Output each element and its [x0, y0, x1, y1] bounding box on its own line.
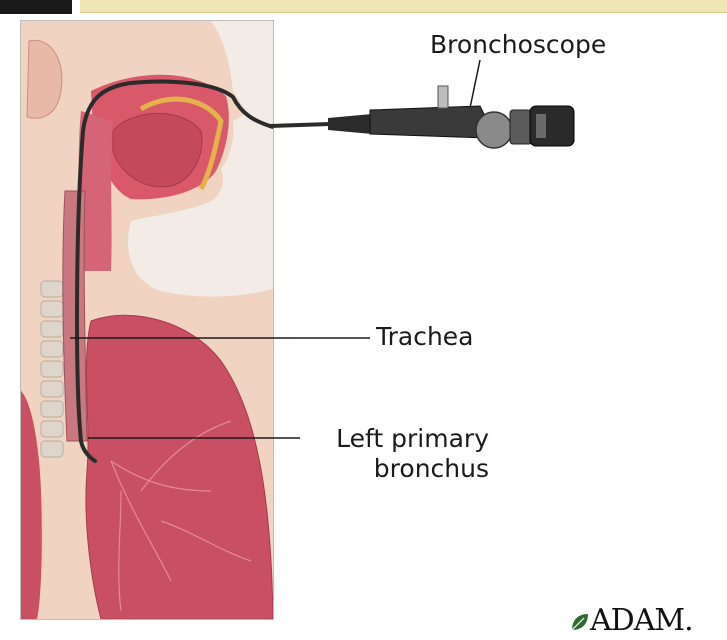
label-bronchus-line2: bronchus — [336, 454, 489, 484]
bronchoscope-body — [370, 106, 486, 138]
leaf-icon — [568, 610, 592, 634]
label-left-primary-bronchus: Left primary bronchus — [336, 424, 489, 484]
bronchoscope-valve — [438, 86, 448, 108]
label-bronchus-line1: Left primary — [336, 424, 489, 454]
logo-text: ADAM. — [590, 604, 693, 638]
label-bronchoscope: Bronchoscope — [430, 30, 606, 60]
bronchoscope-tube-outer — [270, 124, 330, 126]
leader-bronchoscope — [470, 60, 480, 108]
bronchoscope-knob — [476, 112, 512, 148]
bronchoscope-eyepiece-ring — [510, 110, 532, 144]
label-trachea: Trachea — [376, 322, 474, 352]
bronchoscope-shaft — [328, 114, 372, 134]
